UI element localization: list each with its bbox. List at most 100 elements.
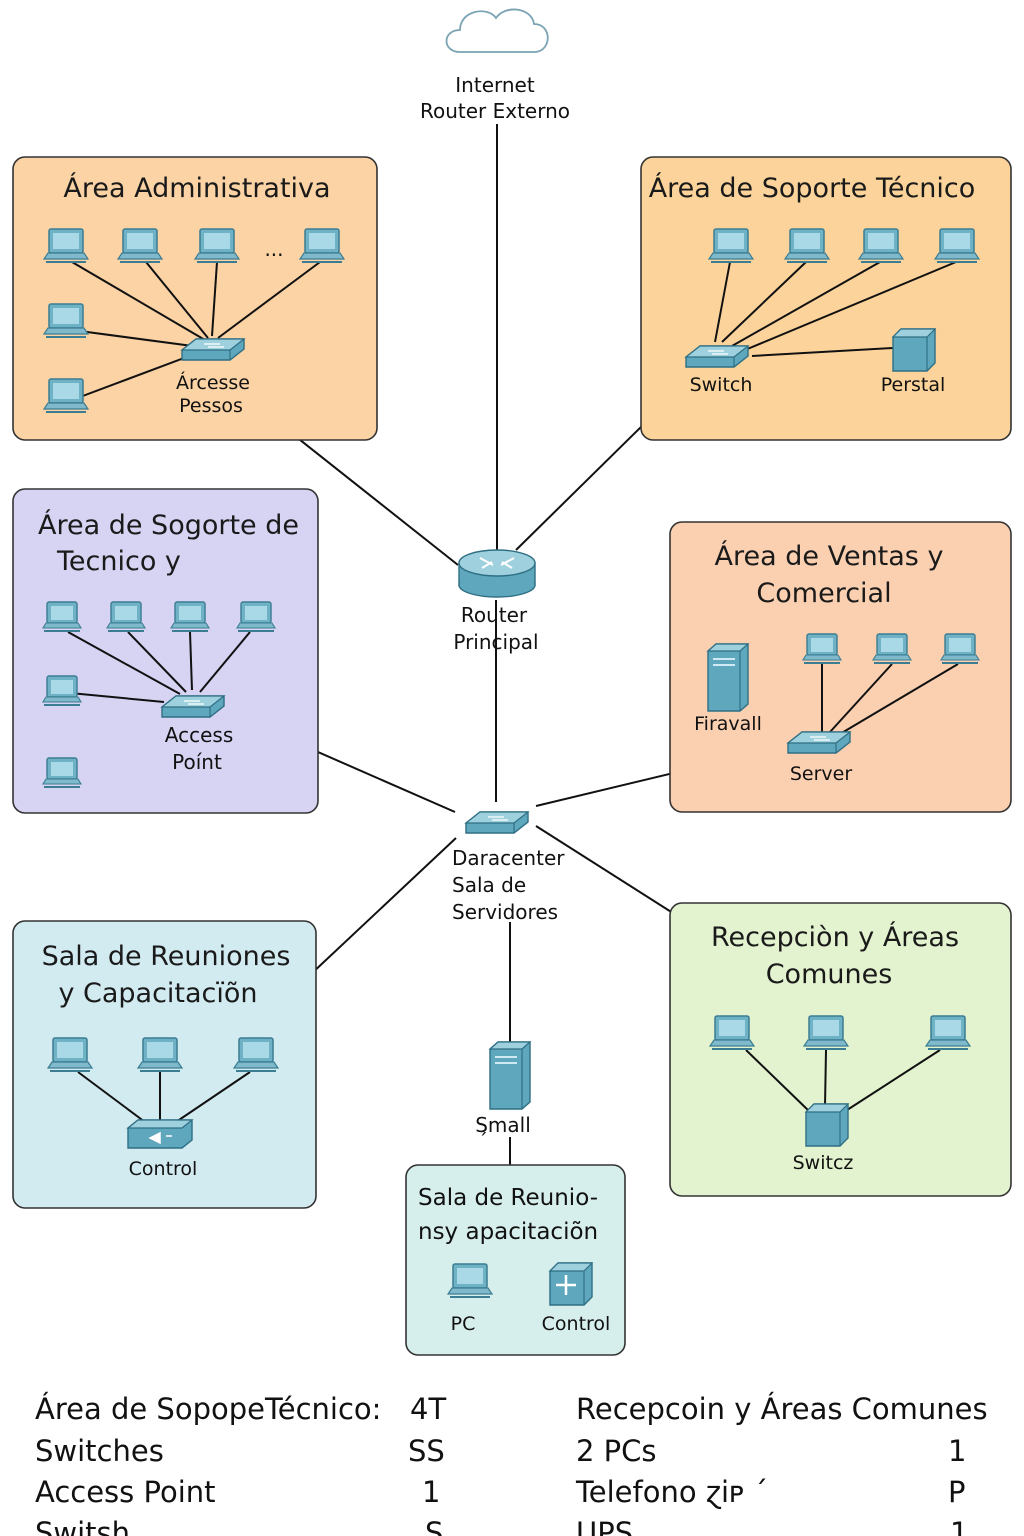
more-devices-ellipsis: ...	[264, 237, 283, 261]
summary-row-2-left-value: SS	[408, 1434, 445, 1468]
pc-icon	[42, 601, 82, 632]
summary-row-2-right-value: 1	[948, 1434, 967, 1468]
summary-row-1-left-label: Área de SopoреTécnico:	[35, 1392, 382, 1426]
internet-node: Internet Router Externo	[420, 8, 570, 123]
admin-device-label-2: Pessos	[179, 395, 243, 417]
datacenter-node: Daracenter Sala de Servidores	[452, 811, 565, 924]
network-diagram: Internet Router Externo Área Administrat…	[12, 8, 1012, 1356]
reuniones-control-label: Control	[129, 1158, 198, 1180]
summary-row-3-left-label: Access Point	[35, 1475, 216, 1509]
area-recepcion: Recepciòn y Áreas Comunes Switcz	[669, 902, 1012, 1197]
switch-icon	[181, 338, 245, 361]
summary-row-4-right-label: UPS	[576, 1516, 634, 1536]
summary-row-4-right-value: 1	[950, 1516, 969, 1536]
pc-icon	[137, 1037, 183, 1072]
summary-row-2-right-label: 2 PCs	[576, 1434, 657, 1468]
pc-icon	[233, 1037, 279, 1072]
area-sala-bottom-title-2: nsy apacitaciõn	[418, 1219, 598, 1245]
summary-row-3-right-value: P	[948, 1475, 966, 1509]
server-label: Server	[790, 763, 852, 785]
access-point-label-2: Poínt	[172, 750, 222, 774]
switch-icon	[787, 731, 851, 754]
area-administrativa-box	[12, 156, 378, 441]
area-sogorte-title-2: Tecnico y	[56, 546, 181, 577]
area-sogorte: Área de Sogorte de Tecnico y Access Poín…	[12, 488, 319, 814]
switch-icon	[685, 345, 749, 368]
pc-icon	[708, 228, 754, 263]
sala-bottom-control-label: Control	[542, 1313, 611, 1335]
area-sala-bottom-box	[405, 1164, 626, 1356]
summary-row-3-right-label: Telefono ɀiᴘ ˊ	[576, 1475, 769, 1509]
pc-icon	[858, 228, 904, 263]
cloud-icon	[445, 8, 549, 53]
pc-icon	[236, 601, 276, 632]
controller-icon	[126, 1119, 194, 1149]
datacenter-label-1: Daracenter	[452, 846, 565, 870]
area-ventas-title-2: Comercial	[756, 578, 891, 609]
area-soporte-title: Área de Soporte Técnico	[649, 172, 976, 204]
summary-row-2-left-label: Switches	[35, 1434, 164, 1468]
pc-icon	[42, 757, 82, 788]
router-externo-label: Router Externo	[420, 99, 570, 123]
area-sogorte-box	[12, 488, 319, 814]
small-server-node: Small ˊ	[475, 1041, 531, 1152]
area-administrativa-title: Área Administrativa	[63, 172, 330, 204]
pc-icon	[170, 601, 210, 632]
admin-device-label-1: Árcesse	[176, 371, 250, 394]
router-principal-label-2: Principal	[453, 630, 538, 654]
area-ventas-box	[669, 521, 1012, 813]
datacenter-label-3: Servidores	[452, 900, 558, 924]
pc-icon	[43, 228, 89, 263]
area-sala-bottom: Sala de Reunio- nsy apacitaciõn PC Contr…	[405, 1164, 626, 1356]
small-label: Small	[475, 1113, 531, 1137]
area-soporte: Área de Soporte Técnico Switch Perstal	[640, 156, 1012, 441]
summary-row-1-right-label: Recepcoin y Áreas Comunes	[576, 1392, 988, 1426]
summary-table: Área de SopoреTécnico: 4T Recepcoin y Ár…	[0, 1388, 1024, 1536]
pc-icon	[194, 228, 240, 263]
summary-row-1-left-value: 4T	[410, 1392, 447, 1426]
pc-icon	[925, 1015, 971, 1050]
area-sala-bottom-title-1: Sala de Reunio-	[418, 1185, 598, 1211]
firewall-label: Firavall	[694, 713, 762, 735]
pc-icon	[934, 228, 980, 263]
area-reuniones-title-2: y Capacitacïõn	[58, 978, 257, 1009]
control-icon	[549, 1262, 593, 1306]
area-sogorte-title-1: Área de Sogorte de	[38, 509, 299, 541]
pc-icon	[447, 1263, 493, 1298]
link-soporte-router	[515, 424, 644, 551]
area-administrativa: Área Administrativa ... Árcesse Pessos	[12, 156, 378, 441]
firewall-icon	[707, 643, 749, 712]
datacenter-label-2: Sala de	[452, 873, 526, 897]
link-reuniones-datacenter	[309, 837, 457, 976]
pc-icon	[940, 633, 980, 664]
pc-icon	[803, 1015, 849, 1050]
access-point-label-1: Access	[165, 723, 233, 747]
core-switch-icon	[465, 811, 529, 834]
area-ventas: Área de Ventas y Comercial Firavall Serv…	[669, 521, 1012, 813]
pc-icon	[43, 303, 89, 338]
pc-icon	[299, 228, 345, 263]
recepcion-switch-label: Switcz	[793, 1152, 854, 1174]
area-reuniones-title-1: Sala de Reuniones	[42, 941, 291, 972]
area-reuniones: Sala de Reuniones y Capacitacïõn Control	[12, 920, 317, 1209]
router-icon	[458, 549, 536, 598]
router-principal: Router Principal	[453, 549, 539, 654]
pc-icon	[47, 1037, 93, 1072]
summary-row-4-left-label: Switsh	[35, 1516, 131, 1536]
access-point-icon	[161, 695, 225, 718]
soporte-perstal-label: Perstal	[881, 374, 946, 396]
router-principal-label-1: Router	[461, 603, 528, 627]
summary-row-3-left-value: 1	[422, 1475, 441, 1509]
area-ventas-title-1: Área de Ventas y	[715, 540, 944, 572]
pc-icon	[117, 228, 163, 263]
pc-icon	[43, 378, 89, 413]
server-icon	[489, 1041, 531, 1110]
storage-icon	[892, 328, 936, 372]
pc-icon	[802, 633, 842, 664]
area-recepcion-title-1: Recepciòn y Áreas	[711, 921, 959, 953]
pc-icon	[106, 601, 146, 632]
soporte-switch-label: Switch	[690, 374, 753, 396]
pc-icon	[42, 675, 82, 706]
pc-icon	[872, 633, 912, 664]
link-recepcion-datacenter	[535, 825, 677, 916]
